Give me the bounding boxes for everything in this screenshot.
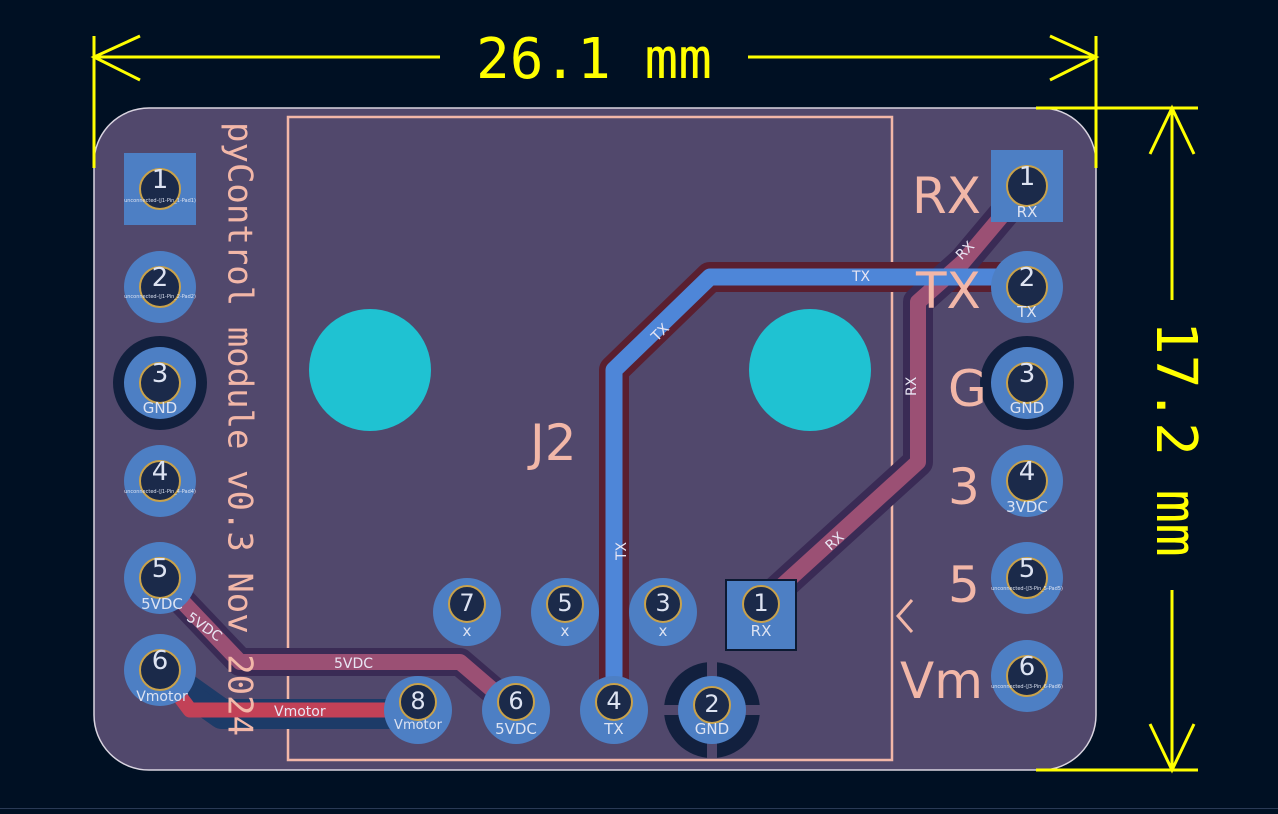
module-title: pyControl module v0.3 Nov 2024	[220, 122, 260, 736]
j2-pad-4-net: TX	[603, 720, 623, 738]
j2-pad-7[interactable]: 7 x	[433, 578, 501, 646]
right-pad-1[interactable]: 1 RX	[991, 150, 1063, 222]
j2-connector: 1 RX 2 GND 3 x 4 TX 5 x	[384, 578, 797, 758]
j2-pad-6[interactable]: 6 5VDC	[482, 676, 550, 744]
dimension-height	[1036, 104, 1198, 774]
j2-pad-8-number: 8	[410, 687, 425, 715]
left-pad-5-net: 5VDC	[141, 595, 183, 613]
label-vm: Vm	[900, 652, 983, 710]
j2-pad-3[interactable]: 3 x	[629, 578, 697, 646]
left-pad-5-number: 5	[152, 554, 169, 584]
right-pad-3[interactable]: 3 GND	[991, 347, 1063, 419]
right-pad-5-net: unconnected-(J3-Pin_5-Pad5)	[991, 586, 1063, 592]
label-g: G	[948, 360, 987, 418]
right-pad-6-net: unconnected-(J3-Pin_6-Pad6)	[991, 684, 1063, 690]
left-pad-1-number: 1	[152, 165, 169, 195]
left-pad-4-net: unconnected-(J1-Pin_4-Pad4)	[124, 489, 196, 495]
j2-pad-5-number: 5	[557, 589, 572, 617]
left-pad-5[interactable]: 5 5VDC	[124, 542, 196, 614]
right-pad-2-net: TX	[1016, 303, 1036, 321]
left-pad-6-number: 6	[152, 646, 169, 676]
label-3: 3	[948, 458, 980, 516]
right-pad-2[interactable]: 2 TX	[991, 251, 1063, 323]
left-pad-3[interactable]: 3 GND	[124, 347, 196, 419]
right-pad-3-number: 3	[1019, 359, 1036, 389]
j2-pad-1-number: 1	[753, 589, 768, 617]
right-pad-5-number: 5	[1019, 554, 1036, 584]
left-pad-4-number: 4	[152, 457, 169, 487]
mounting-hole-left	[309, 309, 431, 431]
front-copper-traces	[146, 171, 1042, 725]
left-header: 1 unconnected-(J1-Pin_1-Pad1) 2 unconnec…	[113, 153, 207, 706]
left-pad-2-number: 2	[152, 263, 169, 293]
j2-pad-6-net: 5VDC	[495, 720, 537, 738]
label-tx: TX	[915, 262, 981, 320]
silkscreen-text: pyControl module v0.3 Nov 2024 J2 RX TX …	[220, 122, 987, 736]
left-pad-6-net: Vmotor	[136, 689, 188, 705]
right-pad-4[interactable]: 4 3VDC	[991, 445, 1063, 517]
j2-pad-3-net: x	[659, 622, 668, 640]
canvas-bottom-divider	[0, 808, 1278, 809]
j2-pad-1[interactable]: 1 RX	[725, 579, 797, 651]
j2-pad-4-number: 4	[606, 687, 621, 715]
j2-pad-3-number: 3	[655, 589, 670, 617]
left-pad-2-net: unconnected-(J1-Pin_2-Pad2)	[124, 294, 196, 300]
left-pad-1-net: unconnected-(J1-Pin_1-Pad1)	[124, 198, 196, 204]
right-pad-5[interactable]: 5 unconnected-(J3-Pin_5-Pad5)	[991, 542, 1063, 614]
dimension-width	[90, 34, 1100, 168]
j2-pad-8[interactable]: 8 Vmotor	[384, 676, 452, 744]
pin1-marker-icon	[896, 599, 914, 633]
j2-pad-2[interactable]: 2 GND	[678, 676, 746, 744]
j2-pad-4[interactable]: 4 TX	[580, 676, 648, 744]
j2-pad-8-net: Vmotor	[394, 718, 443, 733]
j2-pad-2-number: 2	[704, 690, 719, 718]
left-pad-4[interactable]: 4 unconnected-(J1-Pin_4-Pad4)	[124, 445, 196, 517]
right-pad-1-number: 1	[1019, 162, 1036, 192]
left-pad-1[interactable]: 1 unconnected-(J1-Pin_1-Pad1)	[124, 153, 196, 225]
j2-pad-7-number: 7	[459, 589, 474, 617]
trace-label-vmotor: Vmotor	[274, 704, 326, 720]
trace-rx	[754, 178, 1035, 612]
j2-silkscreen-outline	[286, 115, 894, 762]
ref-j2: J2	[527, 414, 577, 472]
trace-label-rx-vertical: RX	[904, 376, 920, 396]
left-pad-6[interactable]: 6 Vmotor	[124, 634, 196, 706]
j2-pad-2-net: GND	[695, 720, 729, 738]
left-pad-3-net: GND	[143, 399, 177, 417]
left-pad-3-number: 3	[152, 359, 169, 389]
dimension-height-label: 17.2 mm	[1143, 321, 1208, 557]
trace-label-5vdc-mid: 5VDC	[334, 656, 373, 672]
right-pad-4-net: 3VDC	[1006, 498, 1048, 516]
j2-pad-6-number: 6	[508, 687, 523, 715]
right-pad-4-number: 4	[1019, 457, 1036, 487]
mounting-hole-right	[749, 309, 871, 431]
j2-pad-1-net: RX	[751, 622, 772, 640]
dimension-width-label: 26.1 mm	[476, 27, 712, 92]
right-header: 1 RX 2 TX 3 GND 4 3VDC 5 unconnected-(J3…	[980, 150, 1074, 712]
left-pad-2[interactable]: 2 unconnected-(J1-Pin_2-Pad2)	[124, 251, 196, 323]
right-pad-1-net: RX	[1017, 203, 1038, 221]
j2-pad-5-net: x	[561, 622, 570, 640]
j2-pad-7-net: x	[463, 622, 472, 640]
trace-tx	[605, 268, 1036, 719]
right-pad-3-net: GND	[1010, 399, 1044, 417]
j2-pad-5[interactable]: 5 x	[531, 578, 599, 646]
trace-5vdc	[152, 570, 524, 718]
trace-label-tx-top: TX	[851, 269, 871, 285]
label-rx: RX	[912, 167, 981, 225]
right-pad-2-number: 2	[1019, 263, 1036, 293]
right-pad-6-number: 6	[1019, 652, 1036, 682]
trace-label-tx-vertical: TX	[614, 541, 630, 561]
label-5: 5	[948, 556, 980, 614]
right-pad-6[interactable]: 6 unconnected-(J3-Pin_6-Pad6)	[991, 640, 1063, 712]
